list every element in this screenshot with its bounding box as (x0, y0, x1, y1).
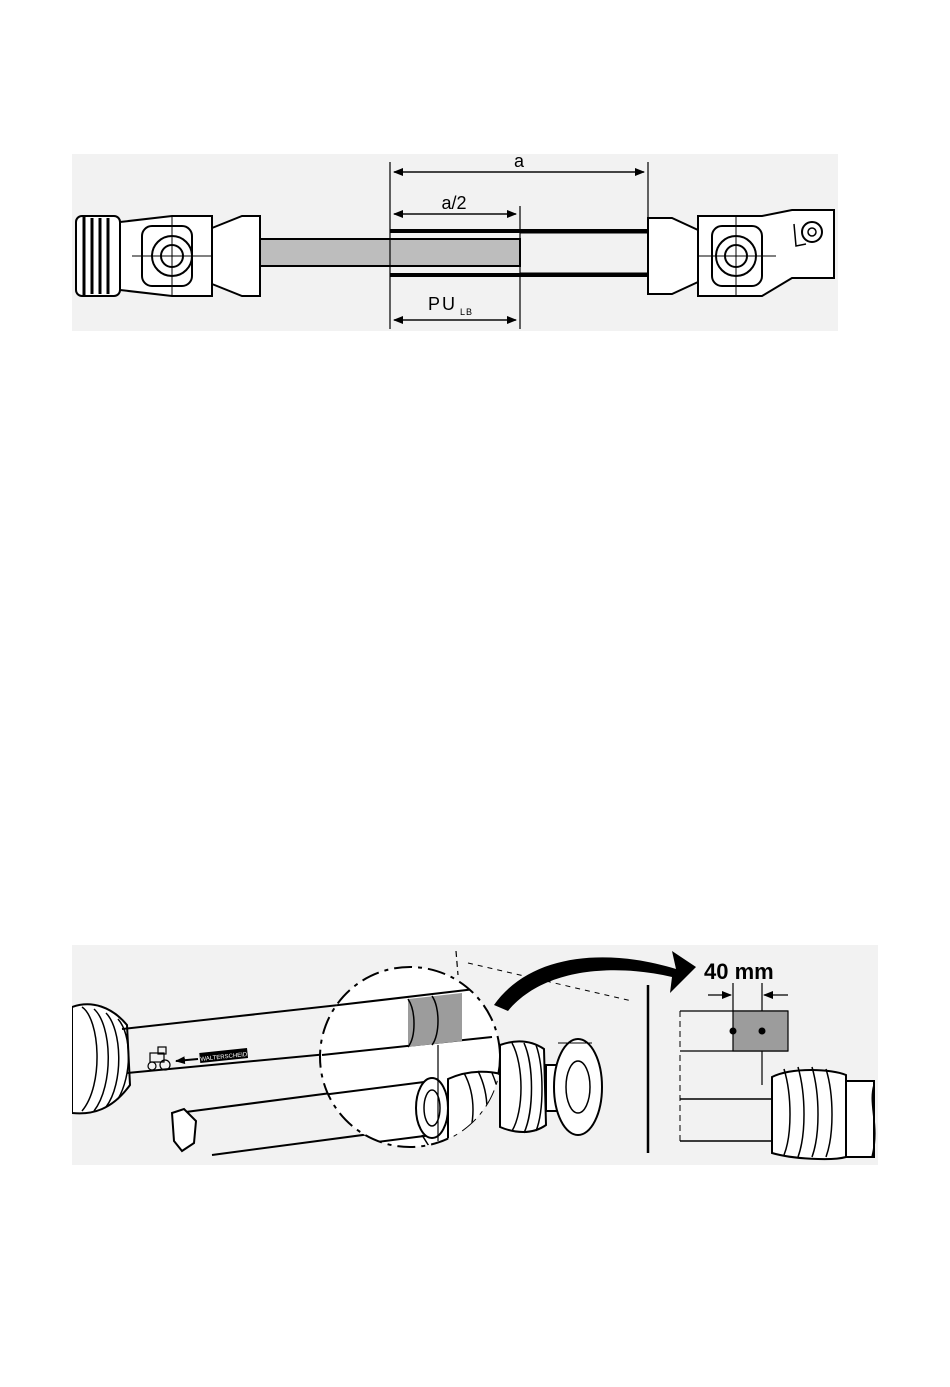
shaft-length-diagram: a a/2 PU LB (72, 154, 838, 331)
guard-overlap-diagram: WALTERSCHEID (72, 945, 878, 1165)
left-guard-cone (76, 216, 120, 296)
label-a: a (514, 154, 525, 171)
label-a-half: a/2 (441, 193, 466, 213)
label-pu-subscript: LB (460, 307, 473, 317)
left-universal-joint (120, 216, 260, 296)
guard-overlap-svg: WALTERSCHEID (72, 945, 878, 1165)
label-pu: PU (428, 294, 457, 314)
shaft-length-svg: a a/2 PU LB (72, 154, 838, 331)
dimension-40mm-label: 40 mm (704, 959, 774, 984)
